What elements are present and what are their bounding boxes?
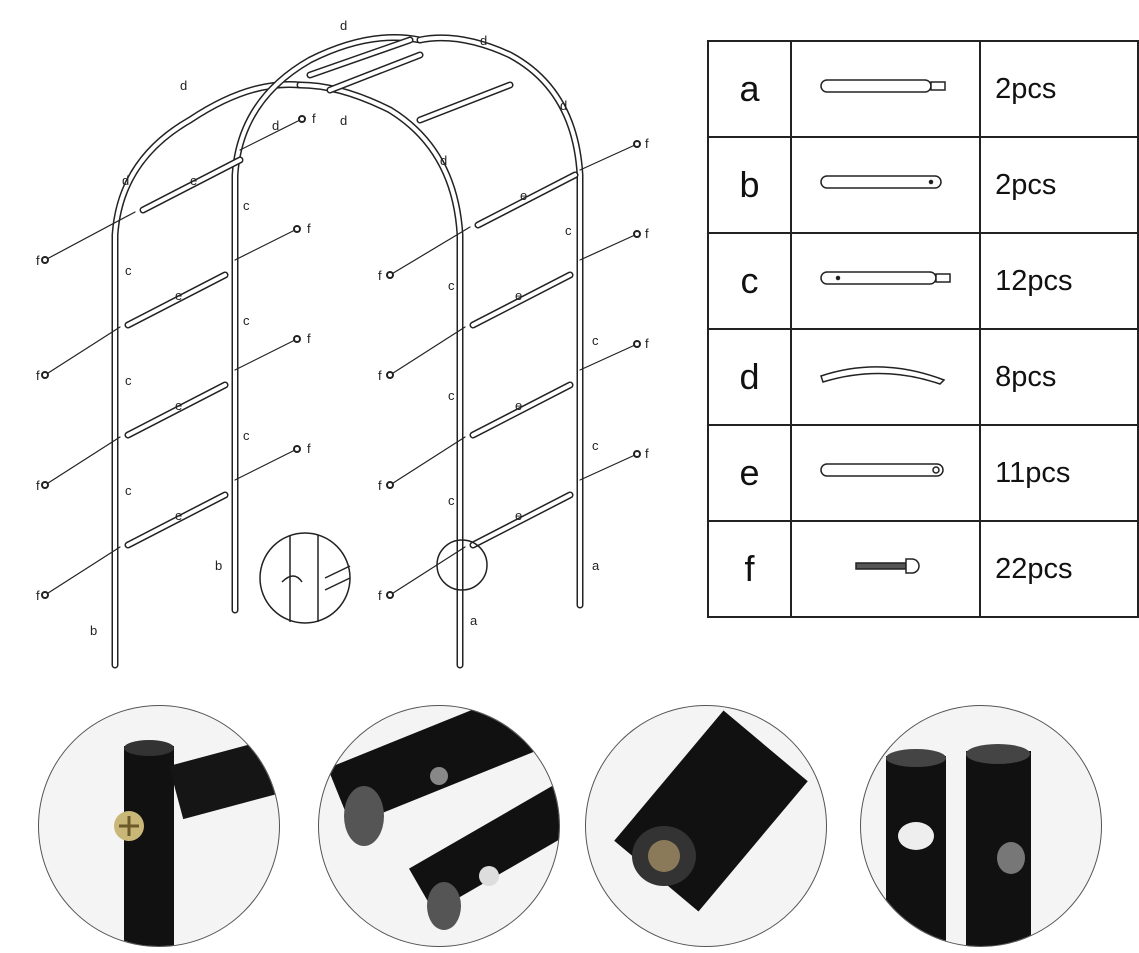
assembly-diagram: f e f e f e f e f e f e f e f e f f f f f f f f d d d d d d d d c c c c c c c c… bbox=[36, 18, 649, 669]
part-quantity: 22pcs bbox=[979, 520, 1139, 618]
part-label: f bbox=[36, 478, 40, 493]
part-label: c bbox=[125, 263, 132, 278]
part-sketch bbox=[789, 136, 982, 234]
part-label: f bbox=[378, 588, 382, 603]
part-label: f bbox=[645, 336, 649, 351]
part-label: e bbox=[515, 398, 522, 413]
back-arch-left bbox=[231, 34, 424, 614]
part-letter: d bbox=[707, 328, 792, 426]
back-arch-right bbox=[416, 34, 584, 609]
part-label: c bbox=[448, 493, 455, 508]
tube-with-peg-icon bbox=[819, 78, 946, 93]
part-label: d bbox=[122, 173, 129, 188]
part-label: e bbox=[520, 188, 527, 203]
part-label: c bbox=[448, 278, 455, 293]
part-row-c: c 12pcs bbox=[707, 232, 1139, 330]
part-label: d bbox=[340, 18, 347, 33]
part-letter: f bbox=[707, 520, 792, 618]
photo-tube-holes bbox=[318, 705, 560, 947]
part-row-a: a 2pcs bbox=[707, 40, 1139, 138]
part-row-d: d 8pcs bbox=[707, 328, 1139, 426]
part-label: e bbox=[190, 173, 197, 188]
part-label: f bbox=[378, 268, 382, 283]
part-label: d bbox=[440, 153, 447, 168]
part-sketch bbox=[789, 424, 982, 522]
part-letter: a bbox=[707, 40, 792, 138]
part-label: c bbox=[125, 483, 132, 498]
part-label: f bbox=[307, 441, 311, 456]
part-label: f bbox=[307, 331, 311, 346]
part-label: e bbox=[175, 398, 182, 413]
part-letter: b bbox=[707, 136, 792, 234]
part-quantity: 12pcs bbox=[979, 232, 1139, 330]
part-row-f: f 22pcs bbox=[707, 520, 1139, 618]
part-label: f bbox=[36, 588, 40, 603]
tube-hole-and-peg-icon bbox=[819, 270, 951, 285]
part-quantity: 2pcs bbox=[979, 40, 1139, 138]
part-label: e bbox=[515, 508, 522, 523]
part-label: f bbox=[378, 478, 382, 493]
part-label: b bbox=[90, 623, 97, 638]
part-label: d bbox=[340, 113, 347, 128]
part-sketch bbox=[789, 232, 982, 330]
curved-tube-icon bbox=[819, 365, 945, 385]
part-label: c bbox=[448, 388, 455, 403]
photo-screw-joint bbox=[38, 705, 280, 947]
part-label: c bbox=[592, 438, 599, 453]
part-sketch bbox=[789, 40, 982, 138]
part-label: f bbox=[645, 226, 649, 241]
part-label: b bbox=[215, 558, 222, 573]
part-label: c bbox=[243, 198, 250, 213]
part-row-e: e 11pcs bbox=[707, 424, 1139, 522]
part-label: a bbox=[592, 558, 600, 573]
front-arch-left bbox=[111, 80, 304, 669]
part-sketch bbox=[789, 328, 982, 426]
part-label: d bbox=[180, 78, 187, 93]
screw-icon bbox=[854, 557, 920, 574]
part-label: c bbox=[565, 223, 572, 238]
part-quantity: 11pcs bbox=[979, 424, 1139, 522]
part-label: f bbox=[645, 136, 649, 151]
part-quantity: 8pcs bbox=[979, 328, 1139, 426]
part-label: c bbox=[592, 333, 599, 348]
part-label: f bbox=[645, 446, 649, 461]
part-label: d bbox=[560, 98, 567, 113]
part-quantity: 2pcs bbox=[979, 136, 1139, 234]
part-label: e bbox=[175, 508, 182, 523]
tube-with-hole-icon bbox=[819, 174, 942, 189]
part-label: f bbox=[307, 221, 311, 236]
part-label: f bbox=[36, 253, 40, 268]
part-label: f bbox=[378, 368, 382, 383]
part-letter: c bbox=[707, 232, 792, 330]
part-label: c bbox=[243, 313, 250, 328]
part-label: e bbox=[515, 288, 522, 303]
photo-tube-ends bbox=[860, 705, 1102, 947]
part-label: d bbox=[272, 118, 279, 133]
part-sketch bbox=[789, 520, 982, 618]
photo-threaded-end bbox=[585, 705, 827, 947]
part-label: a bbox=[470, 613, 478, 628]
part-label: c bbox=[125, 373, 132, 388]
part-letter: e bbox=[707, 424, 792, 522]
part-row-b: b 2pcs bbox=[707, 136, 1139, 234]
part-label: d bbox=[480, 33, 487, 48]
part-label: e bbox=[175, 288, 182, 303]
part-label: f bbox=[312, 111, 316, 126]
detail-magnifier bbox=[259, 532, 488, 624]
part-label: c bbox=[243, 428, 250, 443]
tube-with-ring-icon bbox=[819, 462, 944, 477]
part-label: f bbox=[36, 368, 40, 383]
